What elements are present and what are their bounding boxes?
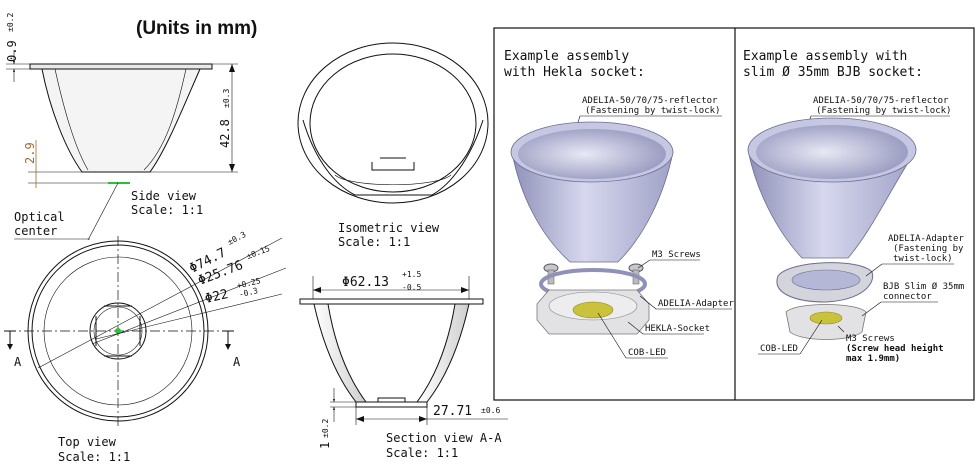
bjb-adapter-2: (Fastening by xyxy=(893,244,964,254)
hekla-title-2: with Hekla socket: xyxy=(504,65,645,80)
side-dim-height-tol: ±0.3 xyxy=(222,89,231,108)
hekla-led xyxy=(572,301,614,319)
section-left-wall xyxy=(313,303,367,403)
iso-scale: Scale: 1:1 xyxy=(338,235,410,249)
iso-label: Isometric view xyxy=(338,221,440,235)
top-dim-d3: Φ22 xyxy=(204,287,230,307)
units-title: (Units in mm) xyxy=(136,18,257,39)
section-dim-top-minus: -0.5 xyxy=(402,283,421,292)
hekla-reflector-1: ADELIA-50/70/75-reflector xyxy=(582,96,718,106)
side-view-flange xyxy=(29,63,213,70)
section-dim-bottom-tol: ±0.6 xyxy=(481,406,500,415)
top-view: A A Φ74.7 ±0.3 Φ25.76 ±0.15 Φ22 +0.25 -0… xyxy=(4,230,287,464)
bjb-connector-2: connector xyxy=(883,292,932,302)
section-label: Section view A-A xyxy=(386,431,502,445)
hekla-title-1: Example assembly xyxy=(504,49,629,64)
section-right-wall xyxy=(416,303,470,403)
assembly-hekla: Example assembly with Hekla socket: ADEL… xyxy=(504,49,734,359)
side-dim-focus: 2.9 xyxy=(23,142,37,164)
top-dim-d2-tol: ±0.15 xyxy=(245,244,271,261)
hekla-reflector-2: (Fastening by twist-lock) xyxy=(585,106,720,116)
bjb-title-2: slim Ø 35mm BJB socket: xyxy=(743,65,923,80)
bjb-screws-3: max 1.9mm) xyxy=(846,354,900,364)
bjb-title-1: Example assembly with xyxy=(743,49,907,64)
section-dim-top: Φ62.13 xyxy=(342,275,389,290)
section-dim-top-plus: +1.5 xyxy=(402,270,421,279)
section-dim-base-tol: ±0.2 xyxy=(321,419,330,438)
section-mark-left: A xyxy=(14,355,22,369)
side-view-label: Side view xyxy=(131,189,197,203)
hekla-led-label: COB-LED xyxy=(628,348,666,358)
bjb-adapter-1: ADELIA-Adapter xyxy=(888,234,964,244)
side-dim-top: 0.9 xyxy=(5,40,19,62)
top-view-scale: Scale: 1:1 xyxy=(58,450,130,464)
section-scale: Scale: 1:1 xyxy=(386,446,458,460)
top-dim-d3-minus: -0.3 xyxy=(238,286,259,299)
side-dim-top-tol: ±0.2 xyxy=(6,13,15,32)
bjb-connector-1: BJB Slim Ø 35mm xyxy=(883,281,964,292)
bjb-reflector-1: ADELIA-50/70/75-reflector xyxy=(813,96,949,106)
optical-center-label-2: center xyxy=(14,224,57,238)
bjb-led xyxy=(809,311,843,325)
top-dim-d1-tol: ±0.3 xyxy=(226,230,247,247)
iso-body xyxy=(302,119,484,196)
section-mark-right: A xyxy=(233,355,241,369)
bjb-led-label: COB-LED xyxy=(760,344,798,354)
bjb-screws-1: M3 Screws xyxy=(846,334,895,344)
hekla-screws-label: M3 Screws xyxy=(652,250,701,260)
bjb-reflector-2: (Fastening by twist-lock) xyxy=(816,106,951,116)
hekla-adapter-label: ADELIA-Adapter xyxy=(658,299,734,309)
optical-center-label-1: Optical xyxy=(14,210,65,224)
section-dim-base: 1 xyxy=(318,442,332,449)
bjb-screws-2: (Screw head height xyxy=(846,343,944,354)
bjb-adapter-3: twist-lock) xyxy=(893,254,953,264)
section-view: Φ62.13 +1.5 -0.5 27.71 ±0.6 1 ±0.2 Secti… xyxy=(299,270,508,460)
top-view-label: Top view xyxy=(58,435,117,449)
hekla-socket-label: HEKLA-Socket xyxy=(645,324,710,334)
isometric-view: Isometric view Scale: 1:1 xyxy=(297,42,489,249)
hekla-reflector xyxy=(511,151,674,263)
side-dim-height: 42.8 xyxy=(218,119,232,148)
side-view-scale: Scale: 1:1 xyxy=(131,203,203,217)
assembly-bjb: Example assembly with slim Ø 35mm BJB so… xyxy=(743,49,964,364)
section-dim-bottom: 27.71 xyxy=(433,404,472,419)
side-view: 0.9 ±0.2 42.8 ±0.3 2.9 Side view Scale: … xyxy=(5,13,238,241)
side-view-body xyxy=(41,68,201,173)
